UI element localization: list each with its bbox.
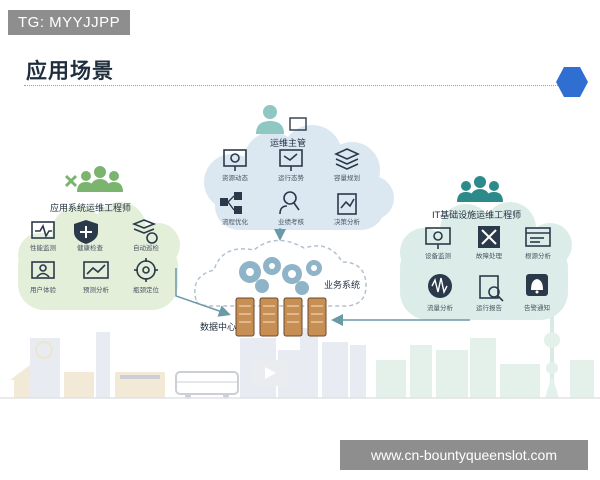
monitor-gear-icon	[425, 227, 451, 249]
app-engineer-item-label: 性能监测	[30, 243, 57, 252]
infra-engineer-item-label: 告警通知	[524, 303, 550, 312]
infra-engineer-item-label: 运行报告	[476, 303, 503, 312]
manager-item-label: 决策分析	[334, 217, 361, 226]
manager-item-label: 容量规划	[334, 173, 360, 182]
infra-engineer-item-label: 流量分析	[427, 303, 454, 312]
infra-engineer-item-label: 故障处理	[476, 251, 503, 260]
manager-item-label: 资源动态	[222, 173, 249, 182]
flowchart-icon	[220, 192, 242, 214]
app-engineer-item-label: 瓶颈定位	[133, 285, 160, 294]
gears-icon	[239, 257, 322, 295]
data-center-label: 数据中心	[200, 321, 236, 333]
business-cloud	[194, 239, 367, 307]
city-skyline	[0, 300, 600, 399]
infra-engineer-item-label: 根源分析	[525, 251, 552, 260]
manager-cloud	[204, 125, 394, 230]
page-title: 应用场景	[26, 59, 114, 83]
manager-item-label: 运行态势	[278, 173, 305, 182]
manager-person-icon	[256, 105, 307, 134]
it-infra-engineer-title: IT基础设施运维工程师	[432, 209, 521, 221]
tag-badge: TG: MYYJJPP	[8, 10, 131, 35]
app-engineer-cloud	[18, 202, 180, 310]
app-engineer-item-label: 预测分析	[83, 285, 110, 294]
shield-plus-icon	[74, 220, 98, 244]
layers-check-icon	[131, 219, 158, 244]
chart-doc-icon	[337, 193, 357, 215]
app-engineer-group-icon	[64, 166, 123, 192]
ops-manager-title: 运维主管	[270, 137, 306, 149]
stack-layers-icon	[334, 148, 360, 170]
waveform-icon	[428, 274, 452, 298]
flow-arrows	[175, 228, 470, 326]
person-search-icon	[279, 191, 300, 215]
infra-engineer-group-icon	[457, 176, 503, 202]
title-divider	[24, 85, 564, 86]
app-engineer-item-label: 健康检查	[77, 243, 104, 252]
trend-chart-icon	[83, 261, 109, 279]
infra-engineer-item-label: 设备监测	[425, 251, 452, 260]
heartbeat-monitor-icon	[31, 221, 55, 239]
user-screen-icon	[31, 261, 55, 279]
manager-item-label: 流程优化	[222, 217, 249, 226]
network-screen-icon	[279, 149, 303, 171]
app-engineer-item-label: 自动巡检	[133, 243, 160, 252]
watermark-banner: www.cn-bountyqueenslot.com	[340, 440, 588, 470]
monitor-grid-icon	[223, 149, 247, 171]
app-engineer-item-label: 用户体验	[30, 285, 57, 294]
business-system-label: 业务系统	[324, 279, 360, 291]
tools-icon	[478, 226, 500, 248]
bell-icon	[526, 274, 548, 296]
server-racks-icon	[235, 297, 327, 337]
app-ops-engineer-title: 应用系统运维工程师	[50, 202, 131, 214]
manager-item-label: 业绩考核	[278, 217, 305, 226]
report-search-icon	[479, 275, 504, 302]
browser-list-icon	[525, 227, 551, 247]
crosshair-icon	[134, 258, 158, 282]
